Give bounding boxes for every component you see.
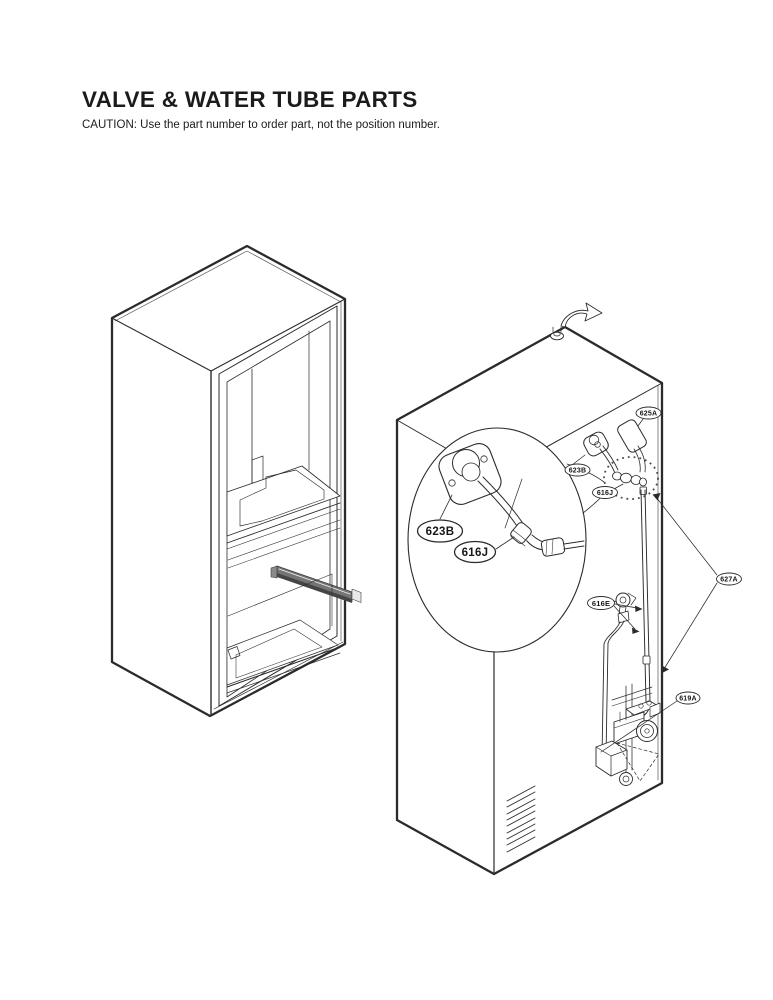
cabinet-interior [226, 330, 362, 694]
tube-cover-625A [617, 419, 647, 473]
callout-627A: 627A [652, 493, 742, 674]
callout-625A: 625A [635, 406, 662, 427]
detail-region-dotted-border [603, 456, 659, 500]
callout-623B-detail: 623B [416, 494, 464, 543]
callout-label-627A: 627A [720, 577, 738, 584]
callout-616E: 616E [587, 596, 643, 634]
screw-hole [448, 479, 456, 487]
water-inlet-arrow-icon [560, 302, 603, 328]
callout-label-619A: 619A [679, 696, 697, 703]
callout-623B: 623B [564, 454, 591, 477]
freezer-slide-rail [270, 565, 362, 603]
valve-assembly [595, 683, 661, 786]
callout-label-616J: 616J [597, 490, 613, 497]
callout-label-625A: 625A [640, 411, 658, 418]
callout-616J-detail: 616J [453, 536, 515, 564]
page-title: VALVE & WATER TUBE PARTS [82, 87, 418, 112]
callout-label-616J-detail: 616J [462, 547, 489, 559]
cabinet-front-view [110, 244, 362, 718]
callout-619A: 619A [600, 691, 701, 753]
vent-grille [506, 785, 536, 853]
bracket-tube [599, 448, 616, 474]
callout-label-616E: 616E [592, 599, 610, 608]
caution-note: CAUTION: Use the part number to order pa… [82, 119, 440, 131]
elbow-fittings [612, 471, 647, 495]
tube-coil-wheel [636, 720, 658, 742]
detail-tube [477, 476, 523, 527]
part-callouts: 623B 625A 616J 616E [564, 406, 742, 753]
screw-hole [480, 455, 488, 463]
callout-label-623B-detail: 623B [426, 526, 455, 538]
inlet-bracket-623B [583, 431, 609, 457]
water-inlet-fitting [550, 326, 564, 341]
callout-label-623B: 623B [569, 468, 587, 475]
callout-616J: 616J [592, 483, 624, 499]
valve-616E [615, 592, 637, 624]
detail-elbow-fitting [510, 522, 585, 557]
